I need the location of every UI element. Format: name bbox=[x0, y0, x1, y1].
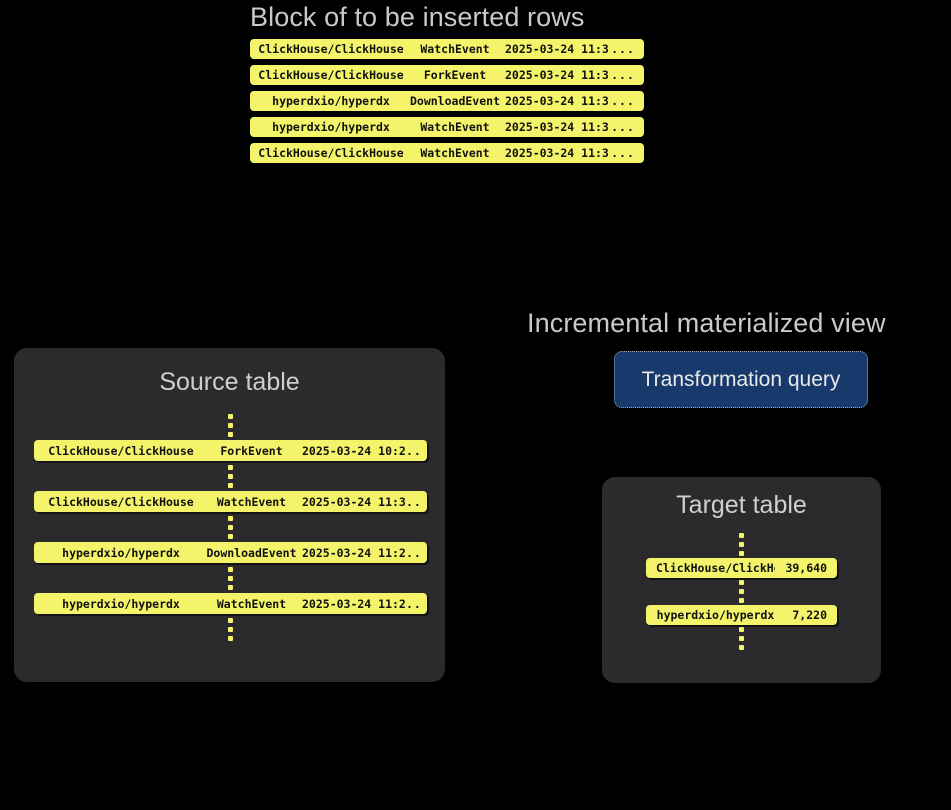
cell-more: ... bbox=[611, 120, 635, 134]
row-separator-dots bbox=[34, 614, 427, 644]
separator-dot bbox=[739, 542, 744, 547]
separator-dot bbox=[228, 584, 233, 590]
cell-repo: ClickHouse/ClickHouse bbox=[258, 42, 404, 56]
cell-repo: ClickHouse/ClickHouse bbox=[48, 443, 194, 458]
cell-more: ... bbox=[611, 146, 635, 160]
separator-dot bbox=[739, 645, 744, 650]
separator-dot bbox=[739, 589, 744, 594]
separator-dot bbox=[228, 473, 233, 479]
row-separator-dots bbox=[34, 461, 427, 491]
cell-timestamp: 2025-03-24 10:25:00 bbox=[302, 443, 406, 458]
table-row: ClickHouse/ClickHouse WatchEvent 2025-03-2… bbox=[250, 143, 644, 163]
cell-timestamp: 2025-03-24 11:35:48 bbox=[505, 94, 609, 108]
row-separator-dots bbox=[646, 531, 837, 558]
cell-timestamp: 2025-03-24 11:35:40 bbox=[505, 42, 609, 56]
cell-event: ForkEvent bbox=[220, 443, 283, 458]
separator-dot bbox=[228, 617, 233, 623]
separator-dot bbox=[228, 635, 233, 641]
separator-dot bbox=[228, 431, 233, 437]
cell-event: WatchEvent bbox=[216, 494, 287, 509]
cell-more: ... bbox=[406, 596, 420, 611]
separator-dot bbox=[739, 551, 744, 556]
separator-dot bbox=[228, 524, 233, 530]
table-row: hyperdxio/hyperdx WatchEvent 2025-03-24 11… bbox=[34, 593, 427, 614]
separator-dot bbox=[739, 627, 744, 632]
cell-more: ... bbox=[406, 443, 420, 458]
cell-repo: ClickHouse/ClickHouse bbox=[258, 146, 404, 160]
row-separator-dots bbox=[646, 578, 837, 605]
separator-dot bbox=[739, 598, 744, 603]
table-row: hyperdxio/hyperdx 7,220 bbox=[646, 605, 837, 625]
cell-timestamp: 2025-03-24 11:35:44 bbox=[505, 68, 609, 82]
source-table-title: Source table bbox=[159, 368, 300, 396]
separator-dot bbox=[228, 413, 233, 419]
cell-timestamp: 2025-03-24 11:20:12 bbox=[302, 545, 406, 560]
row-separator-dots bbox=[34, 410, 427, 440]
separator-dot bbox=[739, 533, 744, 538]
cell-count: 7,220 bbox=[792, 608, 827, 622]
cell-repo: hyperdxio/hyperdx bbox=[62, 545, 180, 560]
separator-dot bbox=[228, 515, 233, 521]
cell-event: ForkEvent bbox=[423, 68, 487, 82]
source-table-rows: ClickHouse/ClickHouse ForkEvent 2025-03-24… bbox=[34, 410, 427, 644]
cell-repo: hyperdxio/hyperdx bbox=[656, 608, 775, 622]
cell-repo: hyperdxio/hyperdx bbox=[272, 120, 390, 134]
row-separator-dots bbox=[34, 563, 427, 593]
cell-event: WatchEvent bbox=[420, 120, 490, 134]
table-row: ClickHouse/ClickHouse WatchEvent 2025-03-2… bbox=[250, 39, 644, 59]
cell-timestamp: 2025-03-24 11:35:52 bbox=[505, 120, 609, 134]
separator-dot bbox=[228, 482, 233, 488]
target-table-title: Target table bbox=[676, 491, 807, 519]
separator-dot bbox=[228, 575, 233, 581]
cell-timestamp: 2025-03-24 11:32:54 bbox=[302, 494, 406, 509]
cell-more: ... bbox=[611, 42, 635, 56]
cell-repo: hyperdxio/hyperdx bbox=[272, 94, 390, 108]
source-table-panel: Source table ClickHouse/ClickHouse ForkEv… bbox=[14, 348, 445, 682]
cell-event: DownloadEvent bbox=[409, 94, 500, 108]
separator-dot bbox=[228, 566, 233, 572]
cell-timestamp: 2025-03-24 11:35:54 bbox=[505, 146, 609, 160]
table-row: hyperdxio/hyperdx DownloadEvent 2025-03-24… bbox=[34, 542, 427, 563]
separator-dot bbox=[228, 626, 233, 632]
cell-repo: ClickHouse/ClickHouse bbox=[656, 561, 775, 575]
cell-more: ... bbox=[406, 494, 420, 509]
cell-event: WatchEvent bbox=[420, 42, 490, 56]
table-row: hyperdxio/hyperdx DownloadEvent 2025-03-24… bbox=[250, 91, 644, 111]
cell-event: DownloadEvent bbox=[206, 545, 297, 560]
separator-dot bbox=[739, 636, 744, 641]
cell-more: ... bbox=[611, 68, 635, 82]
target-table-panel: Target table ClickHouse/ClickHouse 39,640… bbox=[602, 477, 881, 683]
cell-repo: ClickHouse/ClickHouse bbox=[48, 494, 194, 509]
cell-timestamp: 2025-03-24 11:28:32 bbox=[302, 596, 406, 611]
table-row: hyperdxio/hyperdx WatchEvent 2025-03-24 11… bbox=[250, 117, 644, 137]
separator-dot bbox=[739, 580, 744, 585]
row-separator-dots bbox=[646, 625, 837, 652]
transformation-query-box[interactable]: Transformation query bbox=[614, 351, 868, 408]
cell-repo: ClickHouse/ClickHouse bbox=[258, 68, 404, 82]
target-table-rows: ClickHouse/ClickHouse 39,640 hyperdxio/hyp… bbox=[646, 531, 837, 652]
cell-more: ... bbox=[611, 94, 635, 108]
separator-dot bbox=[228, 422, 233, 428]
separator-dot bbox=[228, 464, 233, 470]
table-row: ClickHouse/ClickHouse ForkEvent 2025-03-24… bbox=[250, 65, 644, 85]
table-row: ClickHouse/ClickHouse WatchEvent 2025-03-2… bbox=[34, 491, 427, 512]
table-row: ClickHouse/ClickHouse 39,640 bbox=[646, 558, 837, 578]
materialized-view-heading: Incremental materialized view bbox=[527, 308, 886, 338]
cell-repo: hyperdxio/hyperdx bbox=[62, 596, 180, 611]
separator-dot bbox=[228, 533, 233, 539]
table-row: ClickHouse/ClickHouse ForkEvent 2025-03-24… bbox=[34, 440, 427, 461]
row-separator-dots bbox=[34, 512, 427, 542]
block-heading: Block of to be inserted rows bbox=[250, 2, 585, 32]
cell-event: WatchEvent bbox=[420, 146, 490, 160]
cell-event: WatchEvent bbox=[216, 596, 287, 611]
cell-count: 39,640 bbox=[785, 561, 827, 575]
cell-more: ... bbox=[406, 545, 420, 560]
transformation-query-label: Transformation query bbox=[641, 367, 841, 391]
